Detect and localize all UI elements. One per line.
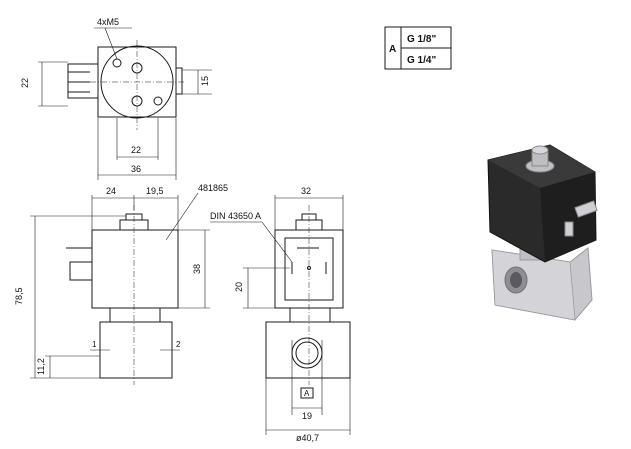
dim-holes: 4xM5	[97, 17, 119, 27]
dim-width-15: 15	[200, 76, 210, 86]
dim-width-36: 36	[131, 164, 141, 174]
dim-width-19-5: 19,5	[146, 186, 164, 196]
port-1-label: 1	[92, 340, 97, 349]
dim-height-20: 20	[234, 282, 244, 292]
dim-height-11-2: 11,2	[36, 358, 46, 375]
dim-diameter: ø40,7	[296, 433, 319, 443]
port-a-label: A	[304, 389, 310, 398]
valve-render	[487, 144, 598, 321]
dim-height-38: 38	[192, 264, 202, 274]
port-2-label: 2	[176, 340, 181, 349]
dim-bottom-22: 22	[131, 145, 141, 155]
din-standard: DIN 43650 A	[210, 211, 261, 221]
thread-row-1: G 1/8"	[407, 34, 436, 45]
front-view	[30, 192, 210, 385]
thread-table	[384, 26, 452, 70]
dim-height-78-5: 78,5	[14, 287, 24, 305]
part-number: 481865	[198, 183, 228, 193]
dim-width-32: 32	[301, 186, 311, 196]
dim-height-22: 22	[20, 78, 30, 88]
dim-width-19: 19	[302, 411, 312, 421]
dim-width-24: 24	[106, 186, 116, 196]
top-view	[38, 27, 212, 180]
side-view	[210, 195, 351, 435]
thread-row-2: G 1/4"	[407, 55, 436, 66]
thread-table-key: A	[389, 44, 396, 55]
